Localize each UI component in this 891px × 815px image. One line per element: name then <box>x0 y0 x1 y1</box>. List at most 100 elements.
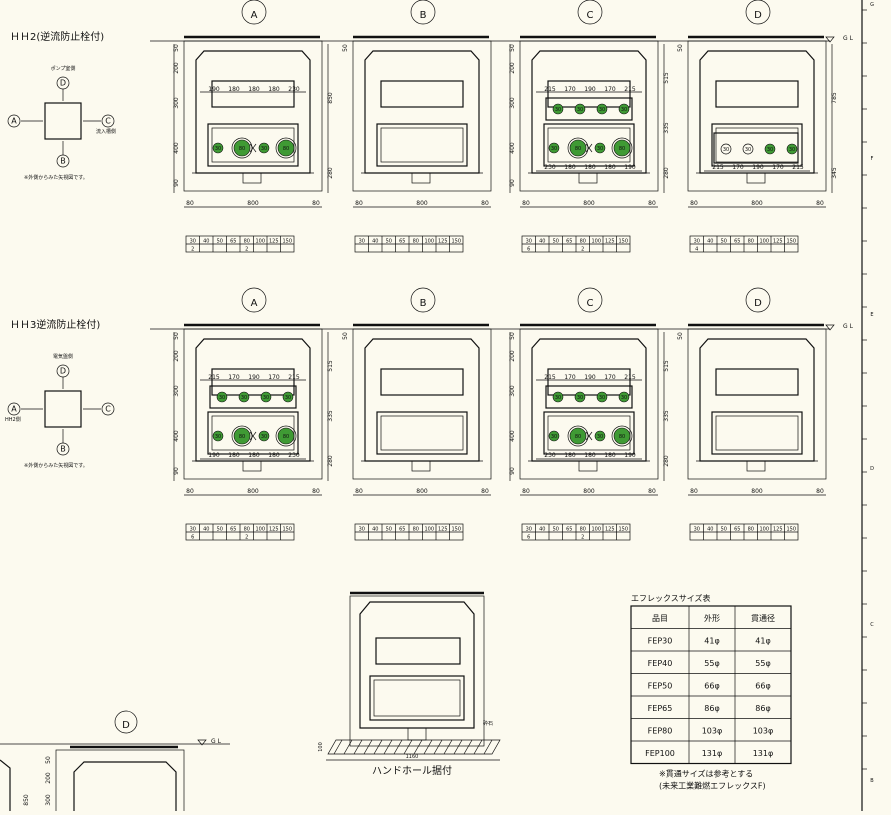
side-dim-right: 80 <box>816 200 824 207</box>
outer-frame <box>687 40 827 192</box>
outer-frame <box>519 40 659 192</box>
upper-knockout <box>547 368 631 396</box>
eflex-header: 貫通径 <box>751 613 775 623</box>
hole-lower <box>548 430 560 442</box>
top-hole-dim: 180 <box>268 86 280 93</box>
eflex-cell: FEP50 <box>648 682 673 691</box>
side-dim-left: 80 <box>355 488 363 495</box>
gravel-base <box>327 739 501 755</box>
eflex-cell: FEP80 <box>648 727 673 736</box>
upper-hole-plate <box>545 385 633 409</box>
top-hole-dim: 170 <box>604 86 616 93</box>
bottom-hole-dim: 190 <box>624 452 636 459</box>
hole-lower-label: 30 <box>551 146 557 152</box>
top-dim: 50 <box>509 44 516 52</box>
hh-outer <box>349 595 485 747</box>
lower-knockout <box>543 411 635 455</box>
size-cell: 100 <box>255 527 265 533</box>
lower-knockout-inner <box>715 415 799 451</box>
size-cell: 65 <box>566 527 572 533</box>
hole-lower <box>613 427 631 445</box>
left-dim: 90 <box>173 179 180 187</box>
width-dim: 800 <box>247 488 259 495</box>
partial-right-dim: 850 <box>23 794 30 806</box>
view-letter: C <box>587 10 594 21</box>
side-dim-left: 80 <box>690 488 698 495</box>
hole-lower-label: 80 <box>239 146 245 152</box>
side-dim-left: 80 <box>186 200 194 207</box>
right-dim: 850 <box>327 92 334 104</box>
size-cell: 30 <box>526 239 532 245</box>
size-cell: 150 <box>618 527 628 533</box>
hole-upper <box>574 103 586 115</box>
top-hole-dim: 170 <box>228 374 240 381</box>
gravel-hatch <box>363 739 373 755</box>
bottom-hole-dim: 180 <box>604 452 616 459</box>
key-mark-b-letter: B <box>60 157 66 166</box>
size-cell: 125 <box>269 527 279 533</box>
key-mark-a-letter: A <box>11 405 17 414</box>
key-top-label: ポンプ室側 <box>51 65 76 72</box>
top-hole-dim: 190 <box>584 86 596 93</box>
top-hole-dim: 215 <box>544 86 556 93</box>
lower-knockout-inner <box>547 127 631 163</box>
key-mark-b-letter: B <box>60 445 66 454</box>
top-dim: 50 <box>173 44 180 52</box>
left-dim: 200 <box>509 350 516 362</box>
outer-frame <box>183 328 323 480</box>
hole-upper <box>552 103 564 115</box>
hole-lower-ring <box>231 425 253 447</box>
count-cell: 6 <box>191 535 194 541</box>
outer-frame <box>183 40 323 192</box>
partial-gl-label: G L <box>211 738 222 745</box>
lower-knockout <box>376 411 468 455</box>
width-dim: 800 <box>416 488 428 495</box>
size-cell: 40 <box>203 239 209 245</box>
size-cell: 65 <box>399 527 405 533</box>
gl-label: G L <box>843 35 854 42</box>
size-cell: 65 <box>399 239 405 245</box>
right-dim: 280 <box>663 455 670 467</box>
hole-d-label: 30 <box>723 147 729 153</box>
eflex-cell: 86φ <box>704 704 719 713</box>
bottom-hole-dim: 180 <box>564 452 576 459</box>
left-dim: 400 <box>173 142 180 154</box>
view-letter: A <box>251 10 258 21</box>
right-dim: 515 <box>327 360 334 372</box>
side-dim-left: 80 <box>690 200 698 207</box>
hh-width-dim: 1160 <box>406 754 419 760</box>
count-cell: 6 <box>527 247 530 253</box>
size-cell: 40 <box>707 527 713 533</box>
side-dim-left: 80 <box>522 200 530 207</box>
partial-letter: D <box>122 720 130 731</box>
bottom-hole-dim: 180 <box>228 452 240 459</box>
view-letter: A <box>251 298 258 309</box>
hole-lower-label: 80 <box>619 146 625 152</box>
bottom-hole-dim: 215 <box>712 164 724 171</box>
outer-frame <box>519 328 659 480</box>
hole-lower-label: 80 <box>283 434 289 440</box>
left-dim: 90 <box>509 179 516 187</box>
size-cell: 100 <box>255 239 265 245</box>
handhole-body <box>195 50 311 174</box>
size-cell: 150 <box>618 239 628 245</box>
size-cell: 30 <box>694 527 700 533</box>
hole-upper <box>216 391 228 403</box>
size-cell: 100 <box>759 527 769 533</box>
eflex-cell: 131φ <box>702 749 723 758</box>
drain <box>242 172 262 184</box>
gravel-hatch <box>413 739 423 755</box>
handhole-body <box>699 50 815 174</box>
size-cell: 150 <box>282 239 292 245</box>
hole-lower <box>212 430 224 442</box>
hole-lower <box>594 142 606 154</box>
handhole-body <box>195 338 311 462</box>
hole-d-label: 30 <box>745 147 751 153</box>
count-cell: 2 <box>581 247 584 253</box>
size-cell: 125 <box>269 239 279 245</box>
side-dim-right: 80 <box>481 200 489 207</box>
gl-label: G L <box>843 323 854 330</box>
size-cell: 50 <box>721 239 727 245</box>
key-mark-a-circle <box>7 114 21 128</box>
